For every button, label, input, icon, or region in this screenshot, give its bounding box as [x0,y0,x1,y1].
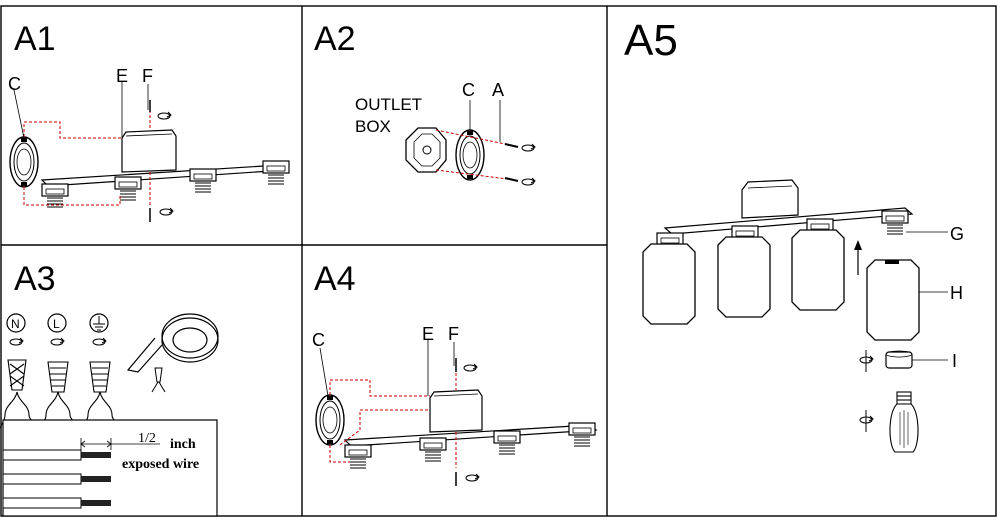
a2-callout-c: C [462,80,475,100]
tape-icon [126,313,219,373]
a5-fixture [642,179,948,453]
a2-outlet-label-line1: OUTLET [355,95,422,114]
a5-callout-g: G [950,224,964,244]
a2-outlet-label-line2: BOX [355,117,391,136]
a3-fraction: 1/2 [138,431,156,446]
panel-label-a2: A2 [314,20,356,58]
a4-callout-f: F [448,324,459,344]
neutral-symbol [6,313,26,333]
a2-outlet-assembly [405,100,536,186]
a3-exposed-wire-label: exposed wire [122,457,199,472]
a3-line-letter: L [53,317,60,331]
a1-fixture [9,82,290,222]
panel-label-a1: A1 [14,20,56,58]
a1-callout-c: C [8,74,21,94]
a2-callout-a: A [492,80,504,100]
line-symbol [47,313,67,333]
panel-grid [0,5,997,517]
a5-callout-h: H [950,283,963,303]
a4-fixture [315,340,598,486]
a5-callout-i: I [952,351,957,371]
bulb-icon [889,391,919,453]
a3-inch-label: inch [170,437,196,452]
a1-callout-e: E [116,66,128,86]
a3-wiring [0,313,219,517]
panel-label-a5: A5 [624,16,678,65]
a1-callout-f: F [142,66,153,86]
a4-callout-c: C [312,330,325,350]
a3-neutral-letter: N [11,317,20,331]
a4-callout-e: E [422,324,434,344]
panel-label-a4: A4 [314,260,356,298]
panel-label-a3: A3 [14,260,56,298]
